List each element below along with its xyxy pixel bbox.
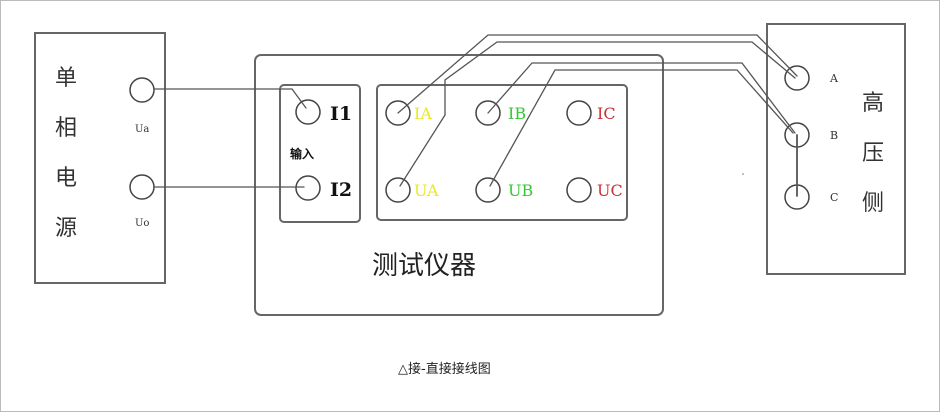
terminal-uc-label: UC bbox=[597, 181, 623, 200]
terminal-i1 bbox=[295, 99, 321, 125]
terminal-uo-label: Uo bbox=[135, 218, 149, 229]
terminal-ua-inst bbox=[385, 177, 411, 203]
source-title-char: 相 bbox=[55, 116, 77, 141]
wire-ib-b bbox=[487, 62, 796, 134]
test-instrument: I1 输入 I2 IA IB IC UA UB UC 测试仪器 bbox=[254, 54, 664, 316]
wire-ub-b bbox=[489, 69, 794, 187]
terminal-ub-label: UB bbox=[508, 181, 533, 200]
input-label: 输入 bbox=[290, 146, 314, 161]
terminal-uc bbox=[566, 177, 592, 203]
hv-title-char: 高 bbox=[862, 91, 884, 116]
hv-title-char: 侧 bbox=[862, 191, 884, 216]
terminal-i1-label: I1 bbox=[330, 103, 352, 125]
terminal-ub bbox=[475, 177, 501, 203]
wire-ua-a bbox=[399, 41, 796, 187]
terminal-ic bbox=[566, 100, 592, 126]
terminal-ua-inst-label: UA bbox=[414, 181, 439, 200]
high-voltage-side: A B C 高 压 侧 bbox=[766, 23, 906, 275]
terminal-a bbox=[784, 65, 810, 91]
terminal-i2-label: I2 bbox=[330, 179, 352, 201]
terminal-a-label: A bbox=[829, 72, 839, 85]
wire-ua-i1 bbox=[153, 88, 307, 109]
terminal-uo bbox=[129, 174, 155, 200]
terminal-i2 bbox=[295, 175, 321, 201]
terminal-ia-label: IA bbox=[414, 104, 432, 123]
hv-title-char: 压 bbox=[862, 141, 884, 166]
source-title-char: 电 bbox=[55, 166, 77, 191]
terminal-ua bbox=[129, 77, 155, 103]
terminal-c-label: C bbox=[830, 191, 838, 204]
wires bbox=[153, 34, 798, 197]
input-panel bbox=[279, 84, 361, 223]
terminal-ib-label: IB bbox=[508, 104, 526, 123]
wire-ia-a bbox=[397, 34, 798, 114]
terminal-b-label: B bbox=[830, 129, 838, 142]
terminal-ua-label: Ua bbox=[135, 124, 149, 135]
source-title-char: 源 bbox=[55, 216, 77, 241]
source-title-char: 单 bbox=[55, 66, 77, 91]
diagram-caption: △接-直接接线图 bbox=[398, 361, 491, 377]
terminal-ic-label: IC bbox=[597, 104, 616, 123]
terminal-panel bbox=[376, 84, 628, 221]
single-phase-source: 单 相 电 源 Ua Uo bbox=[34, 32, 166, 284]
instrument-title: 测试仪器 bbox=[372, 251, 476, 281]
